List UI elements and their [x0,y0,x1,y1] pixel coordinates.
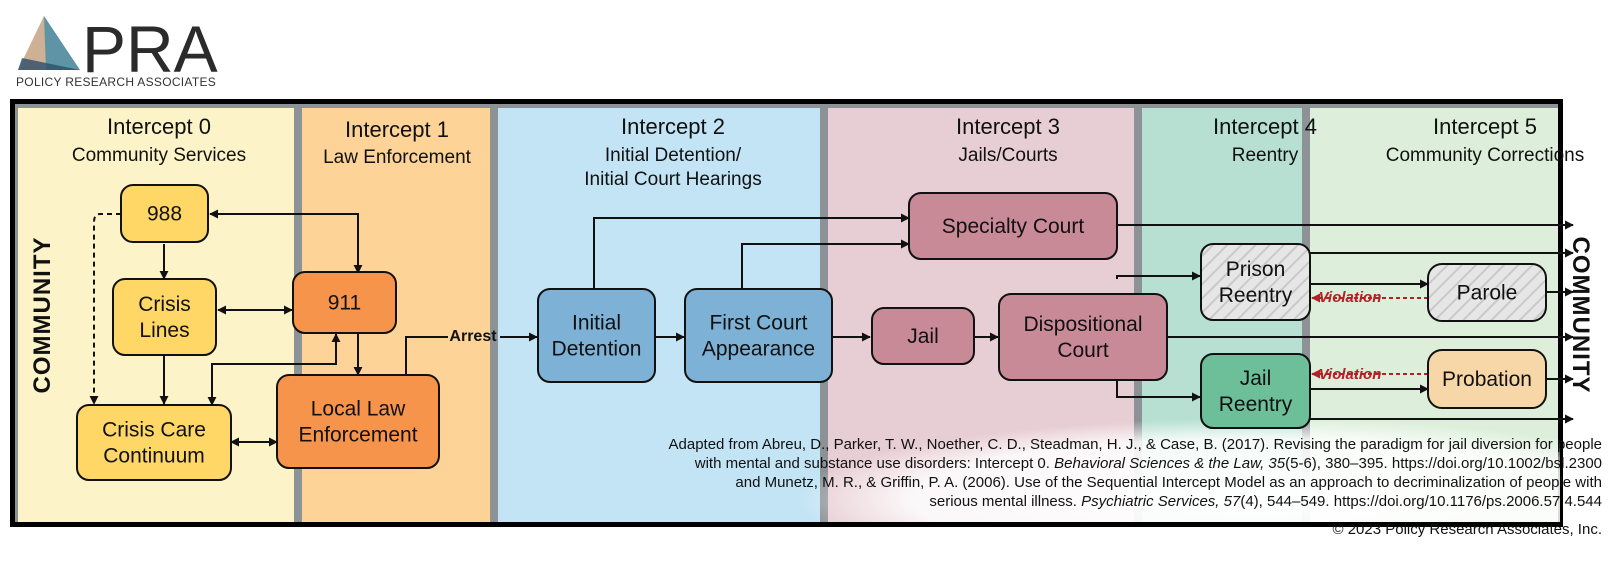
node-initial-detention-label: Detention [552,338,642,361]
node-local-law-box [276,374,440,469]
node-dispositional-court-box [998,293,1168,381]
edges [89,209,1574,447]
node-jail-box [871,307,975,365]
node-parole: Parole [1427,263,1547,322]
edge-988-911 [209,209,363,274]
edge-label-violation-probation: Violation [1319,366,1382,383]
node-prison-reentry-label: Reentry [1219,284,1293,307]
node-crisis-lines-box [112,278,217,356]
intercept-1-subtitle: Law Enforcement [323,147,472,168]
intercept-5-title: Intercept 5 [1433,114,1537,139]
edge-firstcourt-to-specialty [741,239,910,289]
edge-detention-to-specialty [593,213,910,289]
node-initial-detention-label: Initial [572,312,621,335]
intercept-4-subtitle: Reentry [1232,145,1299,166]
node-n911-box [292,271,397,334]
node-crisis-lines-label: Crisis [138,293,191,316]
logo-tagline: POLICY RESEARCH ASSOCIATES [16,75,216,89]
node-jail-label: Jail [907,325,939,348]
intercept-2-subtitle: Initial Detention/ [605,145,742,166]
node-n911-label: 911 [328,292,361,315]
node-specialty-court: Specialty Court [908,192,1118,260]
node-crisis-lines-label: Lines [139,319,189,342]
node-local-law-label: Local Law [311,398,406,421]
citation-line: serious mental illness. Psychiatric Serv… [929,493,1602,510]
logo-wordmark: PRA [82,12,218,86]
logo-triangle-base-icon [18,58,80,70]
edge-988-crisis-care-dashed [89,213,121,405]
node-specialty-court-label: Specialty Court [942,215,1085,238]
node-crisis-care-box [76,404,232,481]
intercept-headers: Intercept 0 Community Services Intercept 1… [72,114,1584,190]
node-jail-reentry-box [1200,353,1311,429]
node-probation-label: Probation [1442,368,1532,391]
node-first-court-label: Appearance [702,338,815,361]
node-prison-reentry-box [1200,243,1311,321]
node-probation-box [1427,349,1547,409]
node-n988: 988 [120,184,209,243]
edge-label-violation-parole: Violation [1319,289,1382,306]
intercept-1-title: Intercept 1 [345,117,449,142]
node-specialty-court-box [908,192,1118,260]
intercept-3-subtitle: Jails/Courts [958,145,1057,166]
edge-dispositional-to-prison-reentry [1116,271,1201,281]
edge-dispositional-to-jail-reentry [1116,381,1201,402]
node-jail-reentry-label: Reentry [1219,393,1293,416]
logo-triangle-accent-icon [44,16,80,70]
node-n911: 911 [292,271,397,334]
node-crisis-care-label: Crisis Care [102,419,206,442]
side-label-right: COMMUNITY [1567,237,1594,394]
pra-logo: PRA POLICY RESEARCH ASSOCIATES [16,12,218,89]
side-label-left: COMMUNITY [29,237,56,394]
edge-law-911-crisis-care [207,333,341,406]
node-probation: Probation [1427,349,1547,409]
node-initial-detention-box [537,288,656,383]
edge-label-arrest: Arrest [449,328,497,345]
node-parole-box [1427,263,1547,322]
edge-law-arrest [405,336,448,376]
node-n988-label: 988 [147,203,182,226]
copyright: © 2023 Policy Research Associates, Inc. [1332,521,1602,538]
intercept-5-subtitle: Community Corrections [1386,145,1585,166]
node-parole-label: Parole [1457,282,1518,305]
intercept-0-subtitle: Community Services [72,145,246,166]
node-jail-reentry-label: Jail [1240,367,1272,390]
intercept-3-title: Intercept 3 [956,114,1060,139]
citation-block: Adapted from Abreu, D., Parker, T. W., N… [669,436,1603,538]
intercept-4-title: Intercept 4 [1213,114,1317,139]
node-dispositional-court-label: Court [1057,339,1109,362]
intercept-2-subtitle: Initial Court Hearings [584,169,761,190]
node-dispositional-court-label: Dispositional [1023,313,1142,336]
node-first-court-box [684,288,833,383]
node-jail: Jail [871,307,975,365]
citation-line: with mental and substance use disorders:… [694,455,1602,472]
node-first-court-label: First Court [709,312,807,335]
intercept-0-title: Intercept 0 [107,114,211,139]
intercept-2-title: Intercept 2 [621,114,725,139]
citation-line: Adapted from Abreu, D., Parker, T. W., N… [669,436,1603,453]
node-prison-reentry-label: Prison [1226,258,1286,281]
citation-line: and Munetz, M. R., & Griffin, P. A. (200… [735,474,1602,491]
node-crisis-care-label: Continuum [103,445,205,468]
node-n988-box [120,184,209,243]
node-local-law-label: Enforcement [298,424,417,447]
